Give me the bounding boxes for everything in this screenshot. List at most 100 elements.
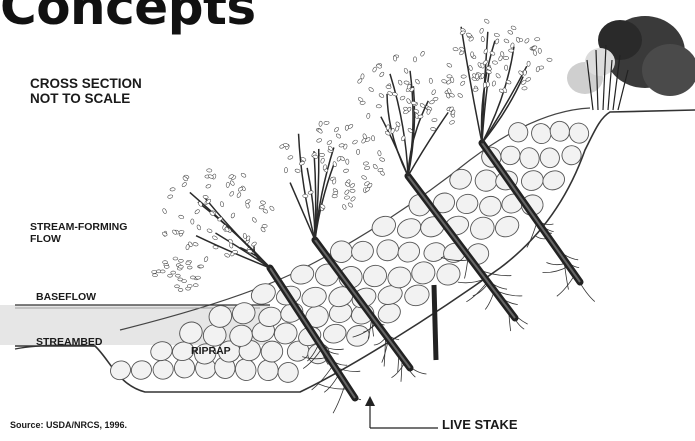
leaf — [178, 288, 183, 291]
cross-section-line-2: NOT TO SCALE — [30, 92, 142, 107]
leaf — [516, 37, 521, 43]
source-credit: Source: USDA/NRCS, 1996. — [10, 421, 127, 431]
leaf — [429, 78, 433, 84]
leaf — [364, 166, 370, 170]
leaf — [347, 202, 353, 208]
leaf — [163, 261, 168, 264]
leaf — [377, 150, 381, 156]
riprap-rock — [361, 263, 389, 290]
leaf — [269, 205, 275, 211]
leaf — [343, 169, 349, 173]
leaf — [350, 196, 356, 202]
leaf — [535, 38, 540, 41]
leaf — [162, 208, 167, 214]
leaf — [492, 60, 498, 64]
leaf — [187, 284, 192, 287]
leaf — [283, 143, 288, 147]
leaf — [299, 161, 305, 166]
leaf — [332, 194, 337, 197]
leaf — [378, 93, 384, 99]
leaf — [205, 184, 211, 189]
leaf — [196, 224, 201, 230]
leaf — [484, 18, 490, 24]
leaf — [457, 93, 463, 99]
leaf — [251, 241, 257, 247]
leaf — [178, 278, 183, 281]
riprap-rock — [540, 168, 567, 193]
leaf — [393, 56, 397, 61]
leaf — [356, 149, 360, 154]
branch — [381, 117, 408, 176]
leaf — [229, 191, 235, 197]
riprap-rock — [374, 236, 402, 264]
leaf — [350, 189, 355, 192]
upland-shrubs — [567, 16, 695, 96]
leaf — [432, 118, 437, 122]
leaf — [361, 74, 365, 80]
leaf — [413, 57, 416, 62]
leaf — [193, 284, 198, 287]
leaf — [446, 63, 452, 68]
live-stake-label: LIVE STAKE — [442, 418, 518, 432]
riprap-rock — [349, 239, 375, 264]
branch — [461, 27, 482, 143]
riprap-rock — [467, 214, 498, 243]
riprap-rock — [402, 282, 431, 308]
leaf — [361, 175, 367, 180]
streambed-label: STREAMBED — [36, 337, 103, 349]
leaf — [342, 204, 347, 210]
leaf — [495, 73, 501, 79]
riprap-rock — [566, 120, 592, 146]
leaf — [453, 47, 459, 51]
cross-section-line-1: CROSS SECTION — [30, 77, 142, 92]
leaf — [179, 230, 185, 234]
leaf — [236, 192, 241, 198]
riprap-rock — [454, 192, 481, 217]
riprap-rock — [519, 167, 547, 193]
leaf — [538, 48, 542, 53]
leaf — [509, 49, 514, 53]
riprap-rock — [517, 145, 541, 170]
riprap-rock — [395, 239, 423, 266]
leaf — [433, 97, 439, 102]
leaf — [344, 196, 350, 200]
leaf — [152, 270, 157, 273]
leaf — [212, 235, 218, 240]
leaf — [313, 155, 319, 159]
leaf — [170, 187, 176, 191]
leaf — [473, 88, 479, 92]
leaf — [527, 61, 530, 66]
leaf — [346, 159, 349, 164]
leaf — [194, 209, 200, 215]
leaf — [366, 113, 370, 119]
leaf — [316, 138, 322, 143]
leaf — [175, 274, 180, 277]
leaf — [372, 164, 378, 170]
leaf — [368, 87, 374, 93]
riprap-rock — [477, 194, 503, 219]
leaf — [199, 265, 204, 268]
leaf — [533, 50, 538, 56]
leaf — [498, 55, 503, 61]
leaf — [420, 51, 425, 57]
leaf — [430, 127, 436, 131]
leaf — [403, 109, 409, 114]
leaf — [203, 195, 209, 199]
leaf — [229, 180, 235, 186]
leaf — [175, 285, 180, 288]
leaf — [531, 45, 537, 50]
leaf — [295, 169, 301, 173]
leaf — [494, 33, 500, 38]
leaf — [319, 121, 323, 127]
leaf — [504, 65, 507, 70]
riprap-label: RIPRAP — [191, 346, 231, 358]
leaf — [386, 124, 390, 130]
leaf — [262, 208, 268, 214]
leaf — [164, 265, 169, 268]
riprap-rock — [409, 259, 438, 287]
cross-section-label: CROSS SECTION NOT TO SCALE — [30, 77, 142, 107]
leaf — [352, 139, 358, 144]
leaf — [193, 242, 199, 246]
leaf — [431, 89, 436, 95]
